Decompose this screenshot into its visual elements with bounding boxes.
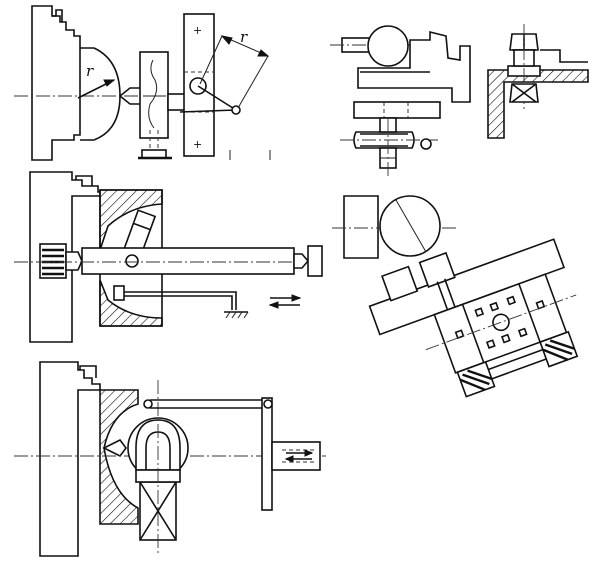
feed-direction-arrows	[268, 294, 302, 309]
left-belt-pulley	[456, 360, 496, 398]
chuck-body	[31, 5, 81, 161]
link-pin-left	[143, 399, 153, 409]
live-centre	[65, 251, 83, 271]
radius-label-left: r	[86, 62, 94, 80]
svg-text:+: +	[193, 24, 202, 37]
face-plate-centre	[102, 438, 127, 458]
radius-dimension-line-a	[199, 35, 223, 85]
fixture-bracket	[357, 30, 471, 103]
figure-long-bar-turning	[14, 171, 323, 343]
figure-radius-turning-lever: r + + r	[14, 5, 271, 161]
feed-linkage	[118, 291, 237, 310]
link-rod	[179, 109, 237, 113]
base-plate	[353, 101, 441, 119]
chuck-section-top	[99, 189, 163, 251]
svg-text:+: +	[193, 138, 202, 151]
pinion-pin	[420, 138, 432, 150]
right-belt-pulley	[539, 330, 579, 368]
figure-clamp-fixture	[330, 24, 589, 178]
radius-arrowhead	[103, 79, 116, 87]
chuck-jaw-steps	[52, 9, 63, 22]
figure-inclined-fixture	[332, 195, 579, 398]
tailstock-body	[271, 441, 321, 471]
machine-table-section	[487, 69, 589, 139]
tool-post-break-line	[148, 59, 158, 129]
long-bar-workpiece	[81, 247, 295, 275]
drive-belt	[488, 348, 544, 371]
chuck-section-bottom	[99, 279, 163, 327]
tool-post	[139, 51, 169, 139]
tailstock-centre	[293, 253, 310, 269]
lever-arm	[197, 85, 237, 111]
spherical-head	[367, 25, 409, 67]
radius-label-right: r	[240, 28, 248, 46]
shaft-block	[343, 195, 379, 259]
rocker-arm	[261, 397, 273, 511]
bar-hole	[125, 254, 139, 268]
tailstock-quill	[307, 245, 323, 277]
radius-dimension-line-b	[237, 55, 269, 109]
figure-face-plate-crank	[14, 361, 326, 557]
tailstock-direction-arrows	[284, 449, 314, 463]
chuck-body-middle	[29, 171, 111, 343]
spherical-part	[379, 195, 441, 257]
chuck-body-bottom	[39, 361, 101, 557]
link-pin-right	[263, 399, 273, 409]
